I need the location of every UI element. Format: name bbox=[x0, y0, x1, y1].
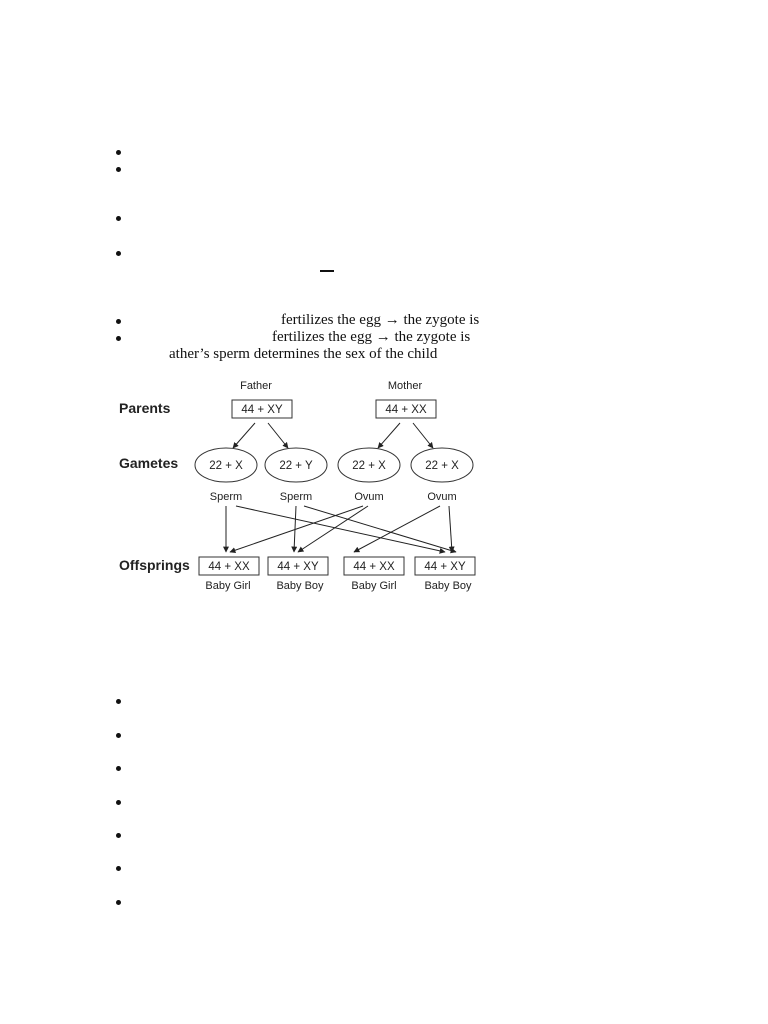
offspring-box bbox=[267, 556, 329, 576]
offspring-genotype: 44 + XY bbox=[277, 561, 319, 573]
arrow bbox=[267, 422, 289, 449]
gamete-ellipse bbox=[410, 447, 474, 483]
offspring-genotype: 44 + XX bbox=[208, 561, 250, 573]
arrow bbox=[353, 505, 441, 553]
offspring-genotype: 44 + XY bbox=[424, 561, 466, 573]
bullet bbox=[116, 866, 121, 871]
parents-label: Parents bbox=[119, 400, 171, 416]
bullet bbox=[116, 800, 121, 805]
offspring-box bbox=[198, 556, 260, 576]
offspring-box bbox=[414, 556, 476, 576]
arrow bbox=[448, 505, 455, 553]
offspring-label: Baby Girl bbox=[205, 580, 250, 592]
arrow bbox=[235, 505, 446, 554]
gamete-label: Ovum bbox=[427, 491, 456, 503]
gamete-value: 22 + X bbox=[425, 460, 459, 472]
gamete-label: Ovum bbox=[354, 491, 383, 503]
gamete-ellipse bbox=[264, 447, 328, 483]
bullet bbox=[116, 733, 121, 738]
bullet bbox=[116, 319, 121, 324]
father-box bbox=[231, 399, 293, 419]
arrow bbox=[229, 505, 364, 554]
gamete-value: 22 + Y bbox=[279, 460, 313, 472]
arrow bbox=[303, 505, 457, 554]
offspring-label: Baby Boy bbox=[276, 580, 324, 592]
bullet bbox=[116, 336, 121, 341]
gamete-value: 22 + X bbox=[352, 460, 386, 472]
text-line-3: ather’s sperm determines the sex of the … bbox=[169, 346, 438, 362]
bullet bbox=[116, 900, 121, 905]
bullet bbox=[116, 167, 121, 172]
father-label: Father bbox=[240, 380, 272, 392]
bullet bbox=[116, 833, 121, 838]
text-line-1: fertilizes the egg → the zygote is bbox=[281, 312, 480, 328]
bullet bbox=[116, 150, 121, 155]
gamete-label: Sperm bbox=[210, 491, 242, 503]
gamete-value: 22 + X bbox=[209, 460, 243, 472]
offspring-box bbox=[343, 556, 405, 576]
sex-determination-diagram: Parents Gametes Offsprings Father 44 + X… bbox=[119, 380, 476, 592]
bullet bbox=[116, 216, 121, 221]
mother-box bbox=[375, 399, 437, 419]
arrow bbox=[377, 422, 401, 449]
offspring-genotype: 44 + XX bbox=[353, 561, 395, 573]
bullet bbox=[116, 699, 121, 704]
arrow bbox=[297, 505, 369, 553]
gametes-label: Gametes bbox=[119, 455, 178, 471]
offsprings-label: Offsprings bbox=[119, 557, 190, 573]
offspring-label: Baby Girl bbox=[351, 580, 396, 592]
dash-line bbox=[320, 270, 334, 272]
arrow bbox=[232, 422, 256, 449]
arrow bbox=[412, 422, 434, 449]
bullet bbox=[116, 766, 121, 771]
father-genotype: 44 + XY bbox=[241, 404, 283, 416]
gamete-ellipse bbox=[194, 447, 258, 483]
offspring-label: Baby Boy bbox=[424, 580, 472, 592]
bullet bbox=[116, 251, 121, 256]
mother-genotype: 44 + XX bbox=[385, 404, 427, 416]
text-line-2: fertilizes the egg → the zygote is bbox=[272, 329, 471, 345]
mother-label: Mother bbox=[388, 380, 423, 392]
gamete-label: Sperm bbox=[280, 491, 312, 503]
gamete-ellipse bbox=[337, 447, 401, 483]
